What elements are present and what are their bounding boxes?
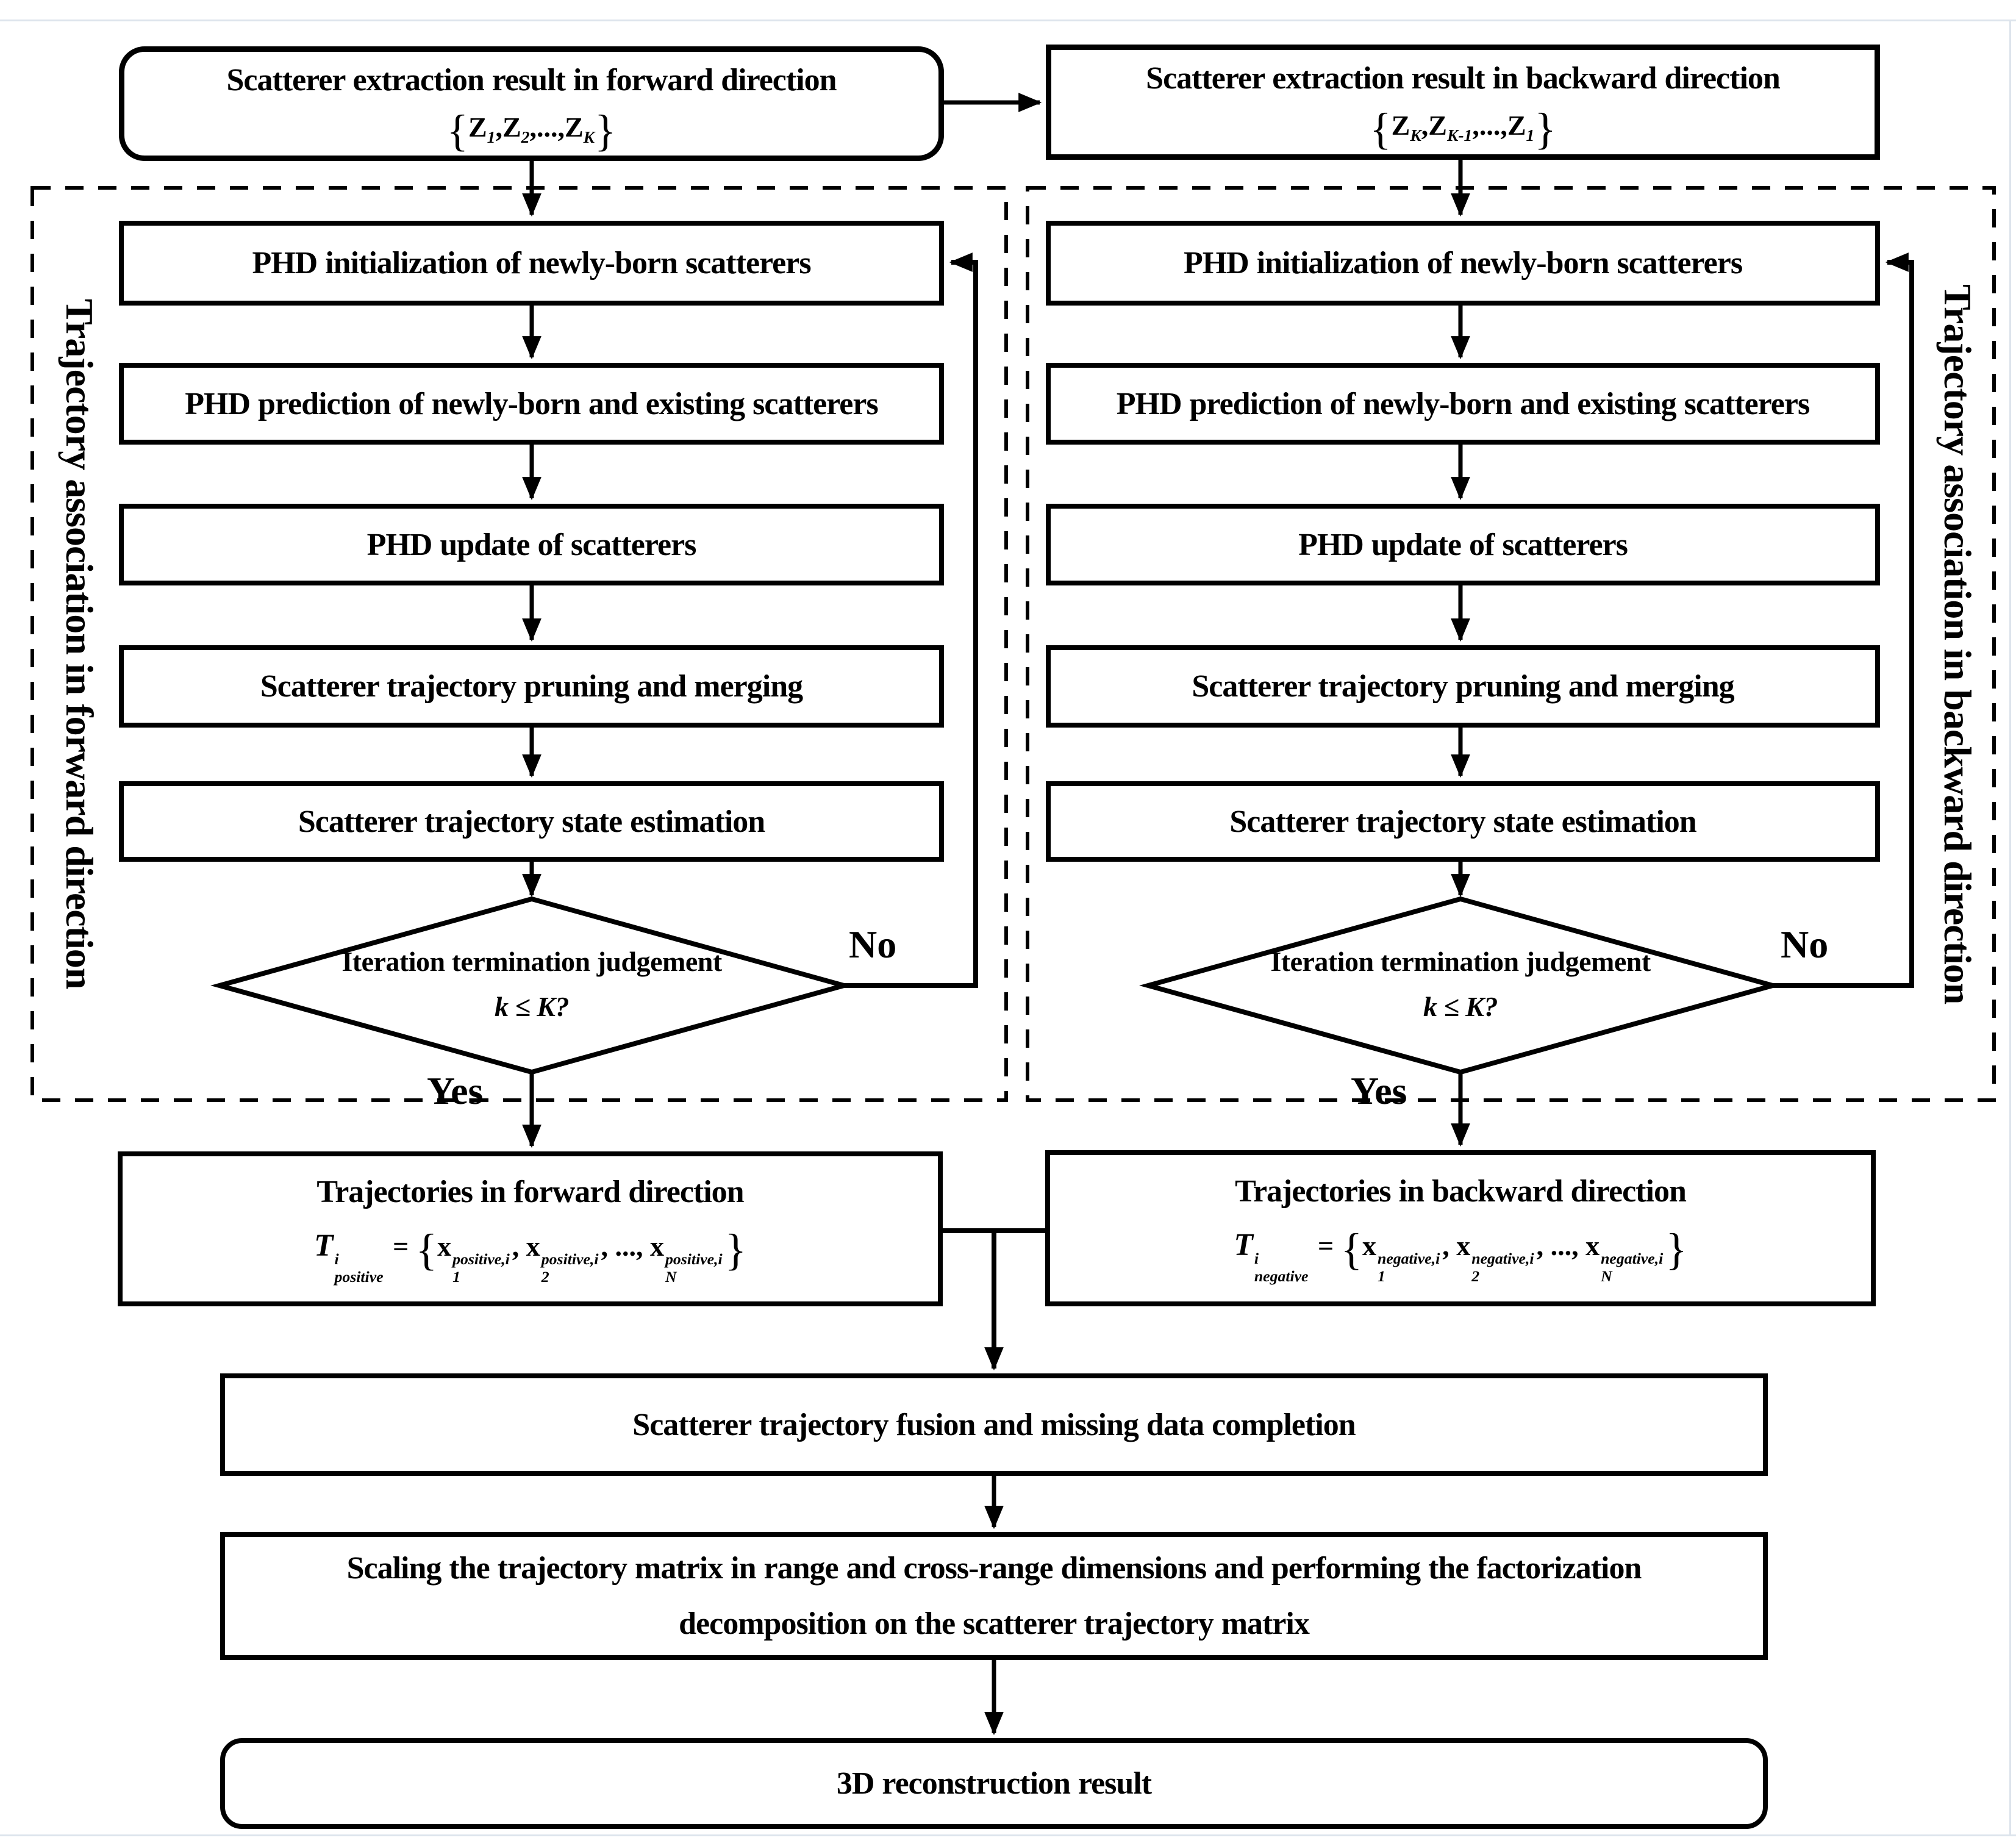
- reconstruction-result-box: 3D reconstruction result: [220, 1738, 1768, 1829]
- bwd-yes-label: Yes: [1351, 1069, 1407, 1112]
- fusion-label: Scatterer trajectory fusion and missing …: [632, 1407, 1356, 1442]
- page-top-rule: [0, 20, 2016, 21]
- fwd-phd-predict-label: PHD prediction of newly-born and existin…: [185, 386, 878, 421]
- fwd-phd-init-box: PHD initialization of newly-born scatter…: [119, 221, 944, 306]
- extract-backward-box: Scatterer extraction result in backward …: [1046, 45, 1880, 160]
- scaling-label-line2: decomposition on the scatterer trajector…: [679, 1606, 1310, 1641]
- bwd-decision-condition: k ≤ K?: [1423, 990, 1498, 1022]
- bwd-prune-merge-label: Scatterer trajectory pruning and merging: [1192, 669, 1734, 704]
- backward-dashed-container: [1026, 186, 1996, 1102]
- bwd-phd-predict-box: PHD prediction of newly-born and existin…: [1046, 363, 1880, 445]
- forward-no-feedback-path: [844, 252, 978, 988]
- fwd-phd-update-label: PHD update of scatterers: [366, 527, 697, 562]
- extract-backward-formula: {ZK,ZK-1,...,Z1}: [1370, 104, 1556, 154]
- extract-forward-box: Scatterer extraction result in forward d…: [119, 46, 944, 161]
- fwd-decision-line1: Iteration termination judgement: [341, 946, 722, 977]
- fwd-prune-merge-box: Scatterer trajectory pruning and merging: [119, 645, 944, 728]
- fusion-box: Scatterer trajectory fusion and missing …: [220, 1373, 1768, 1476]
- fwd-phd-predict-box: PHD prediction of newly-born and existin…: [119, 363, 944, 445]
- trajectories-forward-title: Trajectories in forward direction: [316, 1174, 744, 1209]
- fwd-phd-update-box: PHD update of scatterers: [119, 504, 944, 585]
- fwd-decision-text: Iteration termination judgement k ≤ K?: [257, 939, 806, 1029]
- bwd-phd-init-box: PHD initialization of newly-born scatter…: [1046, 221, 1880, 306]
- bwd-prune-merge-box: Scatterer trajectory pruning and merging: [1046, 645, 1880, 728]
- trajectories-backward-title: Trajectories in backward direction: [1235, 1173, 1687, 1209]
- backward-no-feedback-path: [1773, 252, 1914, 988]
- fwd-state-estimation-box: Scatterer trajectory state estimation: [119, 781, 944, 862]
- fwd-decision-condition: k ≤ K?: [495, 990, 569, 1022]
- bwd-decision-text: Iteration termination judgement k ≤ K?: [1186, 939, 1735, 1029]
- forward-container-label: Trajectory association in forward direct…: [58, 299, 101, 989]
- fwd-state-estimation-label: Scatterer trajectory state estimation: [298, 804, 765, 839]
- bwd-phd-update-label: PHD update of scatterers: [1298, 527, 1628, 562]
- page-bottom-rule: [0, 1834, 2016, 1836]
- fwd-yes-label: Yes: [427, 1069, 484, 1112]
- bwd-decision-line1: Iteration termination judgement: [1270, 946, 1651, 977]
- fwd-prune-merge-label: Scatterer trajectory pruning and merging: [260, 669, 803, 704]
- page-right-rule: [2009, 20, 2011, 1836]
- fwd-no-label: No: [849, 923, 897, 966]
- backward-container-label: Trajectory association in backward direc…: [1936, 284, 1979, 1004]
- bwd-state-estimation-label: Scatterer trajectory state estimation: [1229, 804, 1696, 839]
- bwd-phd-update-box: PHD update of scatterers: [1046, 504, 1880, 585]
- bwd-state-estimation-box: Scatterer trajectory state estimation: [1046, 781, 1880, 862]
- reconstruction-result-label: 3D reconstruction result: [836, 1766, 1152, 1801]
- scaling-label-line1: Scaling the trajectory matrix in range a…: [346, 1551, 1642, 1586]
- bwd-phd-predict-label: PHD prediction of newly-born and existin…: [1116, 386, 1810, 421]
- forward-dashed-container: [30, 186, 1008, 1102]
- extract-backward-title: Scatterer extraction result in backward …: [1146, 61, 1781, 96]
- extract-forward-formula: {Z1,Z2,...,ZK}: [446, 105, 617, 156]
- bwd-no-label: No: [1781, 923, 1829, 966]
- bwd-phd-init-label: PHD initialization of newly-born scatter…: [1183, 246, 1743, 281]
- extract-forward-title: Scatterer extraction result in forward d…: [226, 62, 837, 98]
- fwd-phd-init-label: PHD initialization of newly-born scatter…: [252, 246, 811, 281]
- scaling-box: Scaling the trajectory matrix in range a…: [220, 1532, 1768, 1660]
